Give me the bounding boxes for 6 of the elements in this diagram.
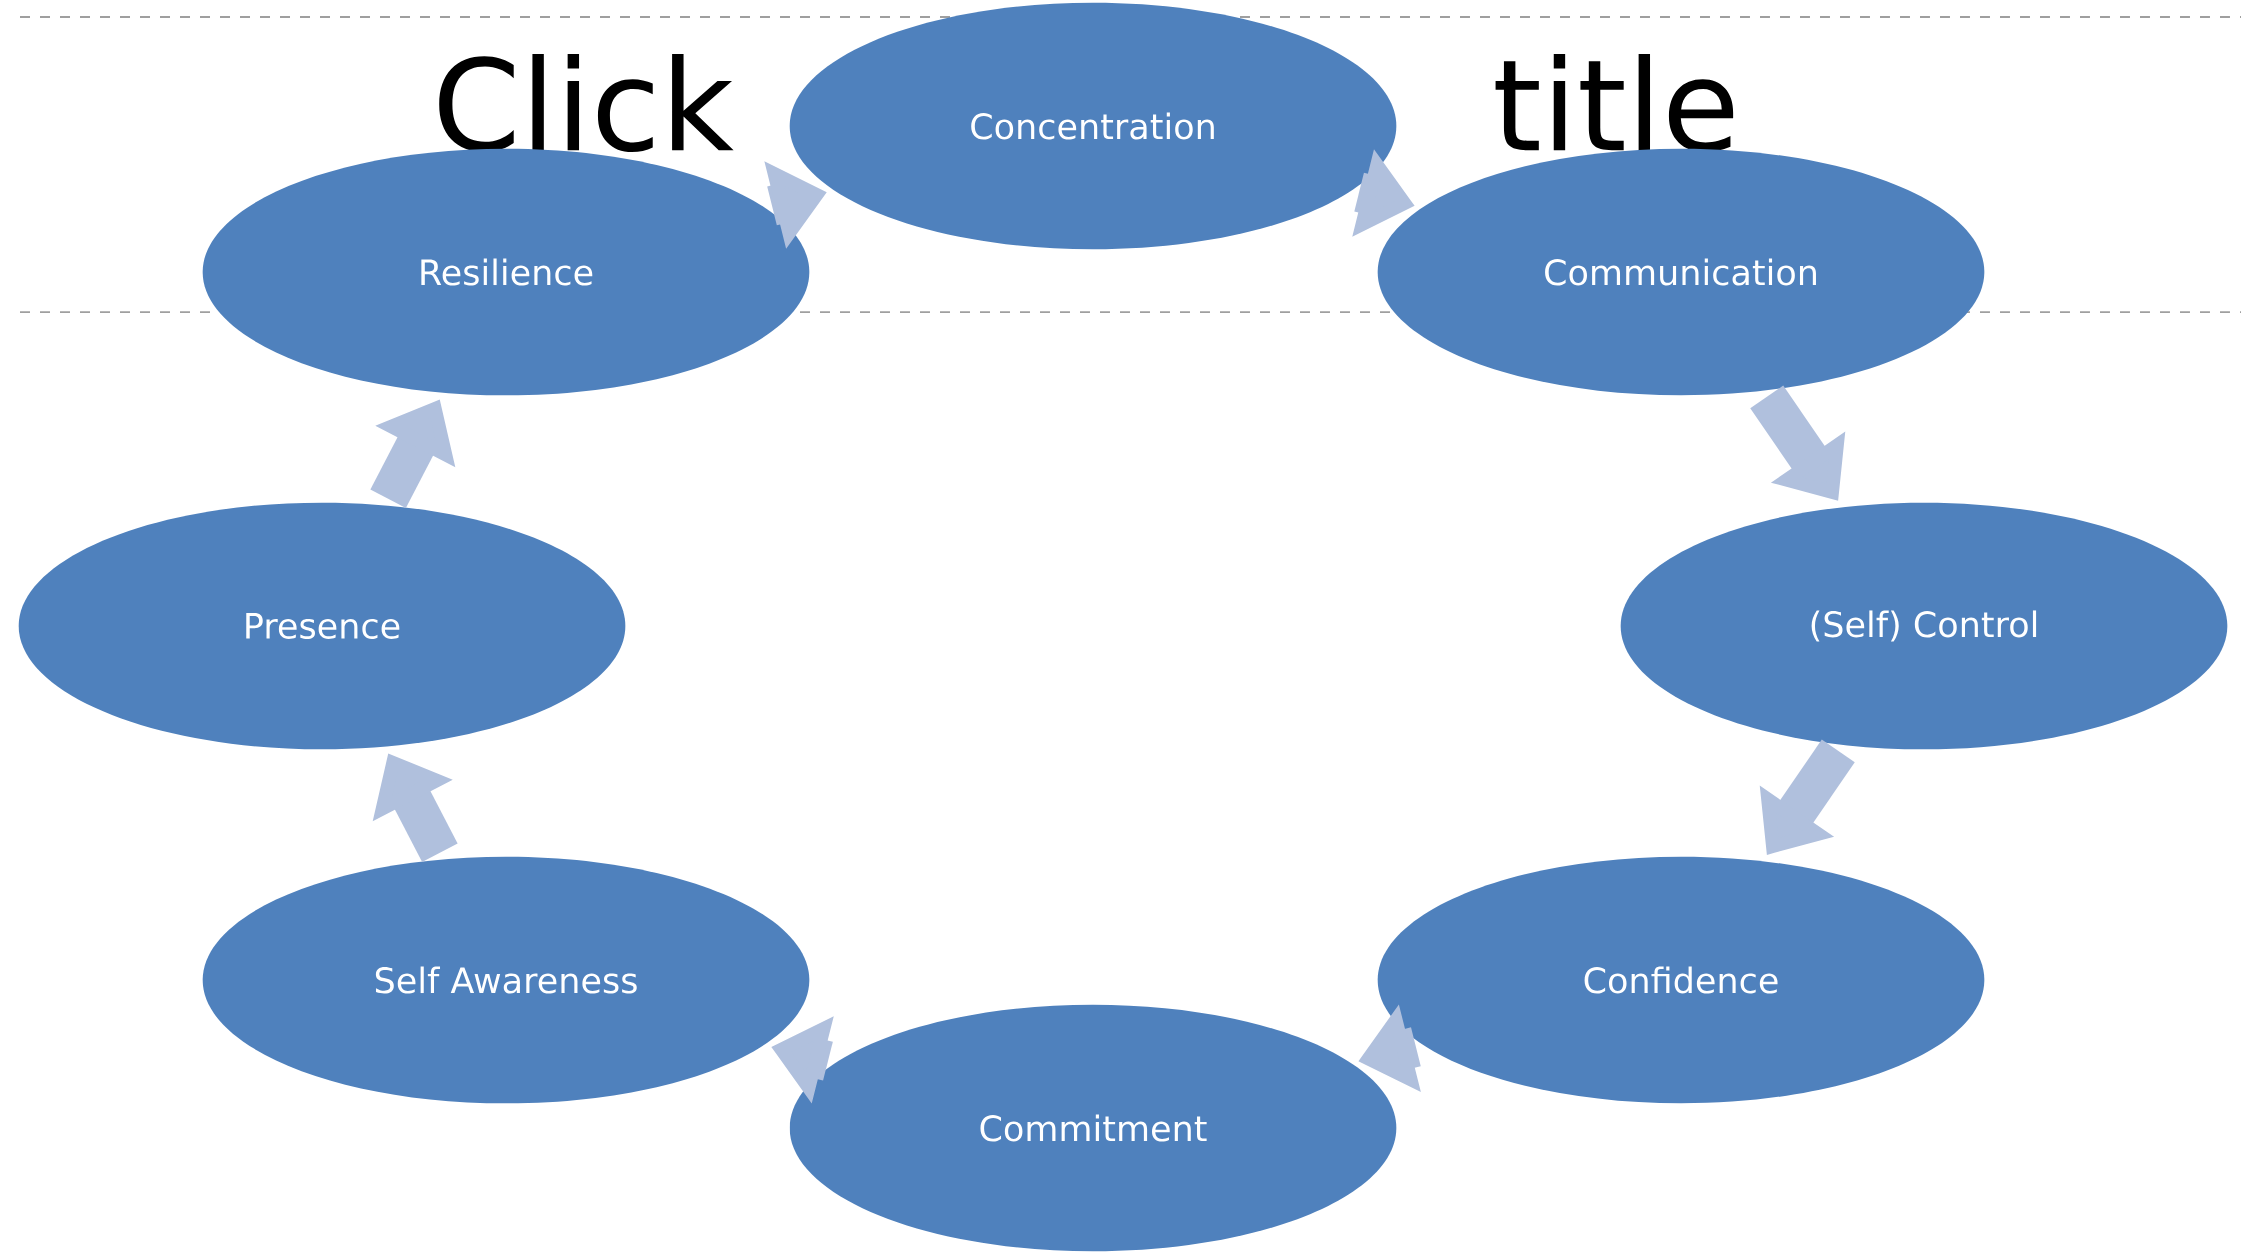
ellipse-node: Presence — [18, 502, 626, 750]
ellipse-node: (Self) Control — [1620, 502, 2228, 750]
ellipse-node: Concentration — [789, 2, 1397, 250]
ellipse-node: Confidence — [1377, 856, 1985, 1104]
ellipse-node: Commitment — [789, 1004, 1397, 1252]
ellipse-node: Self Awareness — [202, 856, 810, 1104]
